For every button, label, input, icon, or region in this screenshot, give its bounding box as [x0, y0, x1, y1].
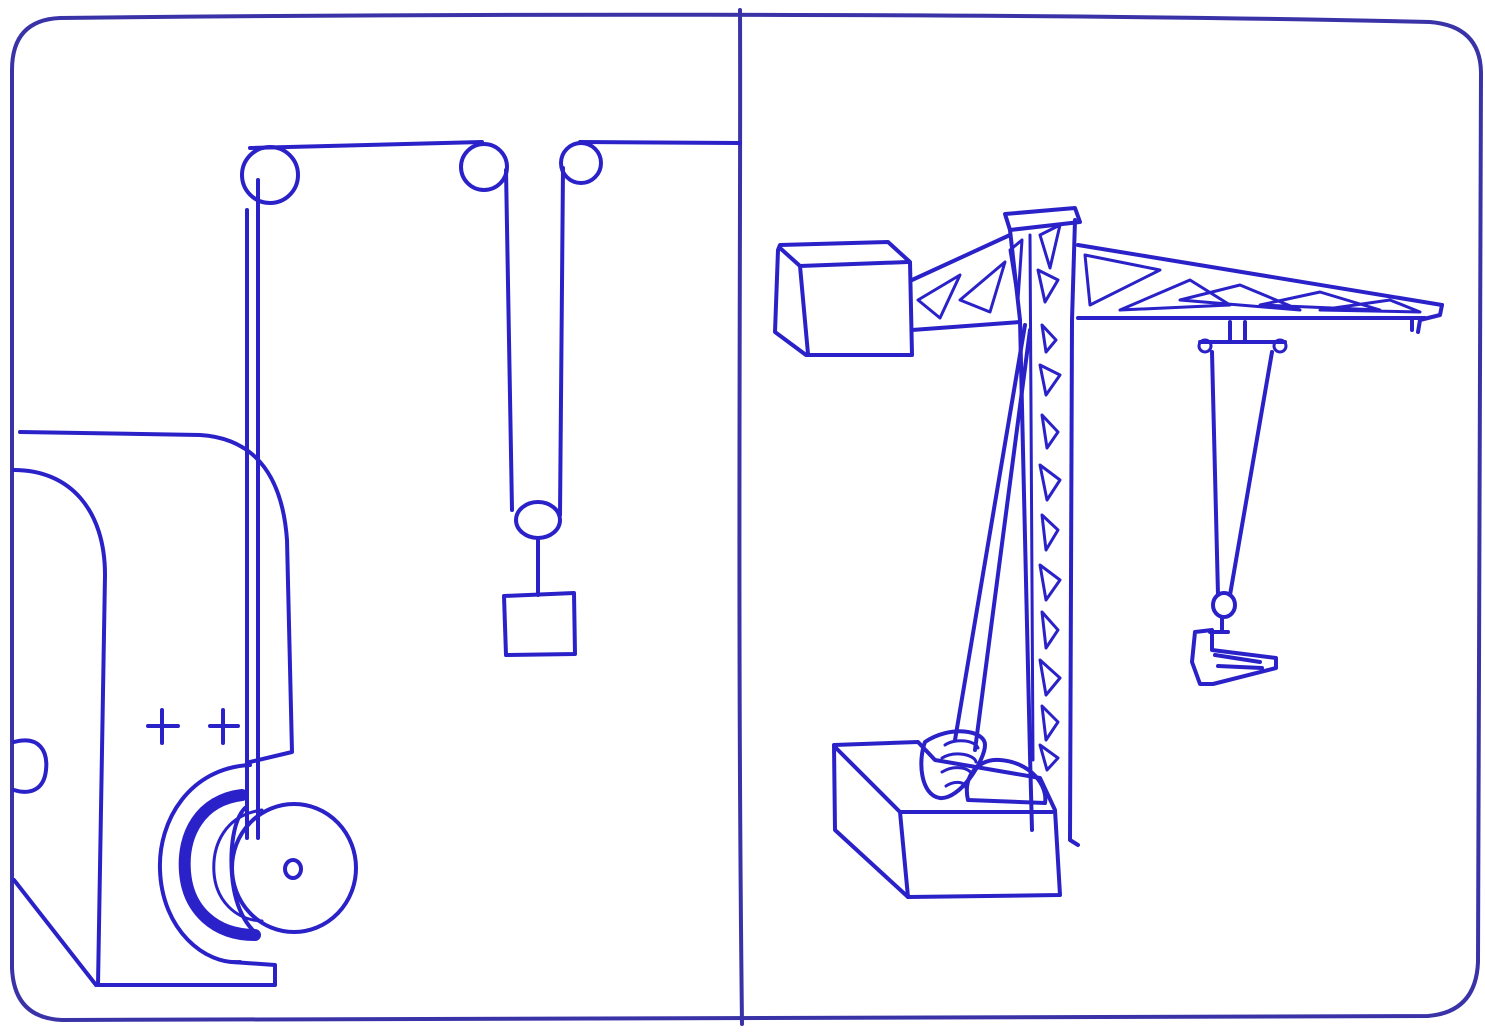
plus-mark-1	[148, 710, 178, 743]
side-knob	[14, 740, 46, 791]
top-pulley-right	[561, 143, 601, 183]
hoist-rope-left	[1212, 352, 1218, 595]
crane-rope-left	[955, 325, 1025, 740]
tower-mast-right	[1070, 220, 1078, 845]
winch-drum	[232, 804, 356, 932]
trolley	[1200, 322, 1285, 342]
plus-mark-2	[210, 710, 238, 743]
rope-top-left	[250, 142, 482, 148]
load-block	[504, 593, 575, 655]
counterweight	[775, 242, 912, 355]
panel-divider	[739, 10, 742, 1024]
hoist-rope-right	[1230, 352, 1272, 595]
right-panel	[775, 208, 1442, 897]
movable-pulley	[516, 502, 560, 538]
rope-drum-to-pulley	[247, 180, 258, 838]
hook-block	[1213, 593, 1235, 617]
tower-mast-inner	[1030, 235, 1033, 760]
jib-bottom-chord	[912, 318, 1425, 330]
crane-winch-wheel	[967, 760, 1045, 803]
counterweight-edge	[780, 248, 908, 354]
rope-right-down	[560, 168, 563, 515]
tower-top	[1005, 208, 1080, 230]
winch-base	[834, 742, 1060, 897]
jib-truss	[1085, 255, 1420, 312]
tower-mast-left	[1010, 230, 1032, 830]
rope-top-right	[580, 142, 740, 143]
jib-top-chord	[912, 235, 1442, 305]
hook	[1192, 630, 1276, 684]
control-marks	[148, 710, 238, 743]
drum-axle	[285, 860, 301, 878]
top-pulley-middle	[461, 144, 507, 190]
left-panel	[14, 142, 740, 985]
housing-slope	[14, 880, 96, 985]
top-pulley-left	[242, 147, 298, 203]
crane-rope-right	[975, 330, 1030, 750]
tower-lattice	[1038, 225, 1060, 770]
rope-mid-down	[506, 170, 512, 510]
